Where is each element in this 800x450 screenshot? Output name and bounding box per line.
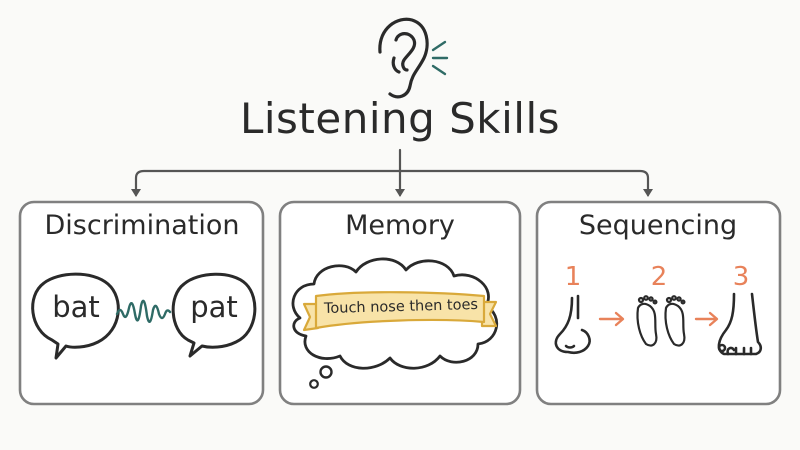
connector-lines <box>134 148 650 197</box>
box-title-memory: Memory <box>345 210 455 241</box>
speech-bubble-right <box>171 272 257 358</box>
connector-arrowheads <box>131 189 653 197</box>
ribbon-banner <box>302 291 498 332</box>
nose-icon <box>554 294 591 355</box>
arrow-1-icon <box>598 311 625 327</box>
footprints-icon <box>636 295 686 347</box>
speech-bubble-left <box>31 272 120 360</box>
box-sequencing <box>535 200 782 406</box>
ear-icon <box>378 17 429 99</box>
foot-icon <box>717 292 763 356</box>
step-number-2: 2 <box>650 262 668 292</box>
step-number-1: 1 <box>564 262 582 292</box>
thought-dot-large <box>319 365 333 379</box>
sound-lines-icon <box>431 40 449 76</box>
speech-word-bat: bat <box>52 290 100 324</box>
arrow-2-icon <box>694 311 719 327</box>
diagram-title: Listening Skills <box>239 94 561 143</box>
box-title-discrimination: Discrimination <box>44 210 240 241</box>
sound-wave-icon <box>115 299 172 323</box>
speech-word-pat: pat <box>190 290 238 324</box>
thought-dot-small <box>309 379 319 389</box>
step-number-3: 3 <box>732 262 750 292</box>
box-title-sequencing: Sequencing <box>578 210 738 241</box>
